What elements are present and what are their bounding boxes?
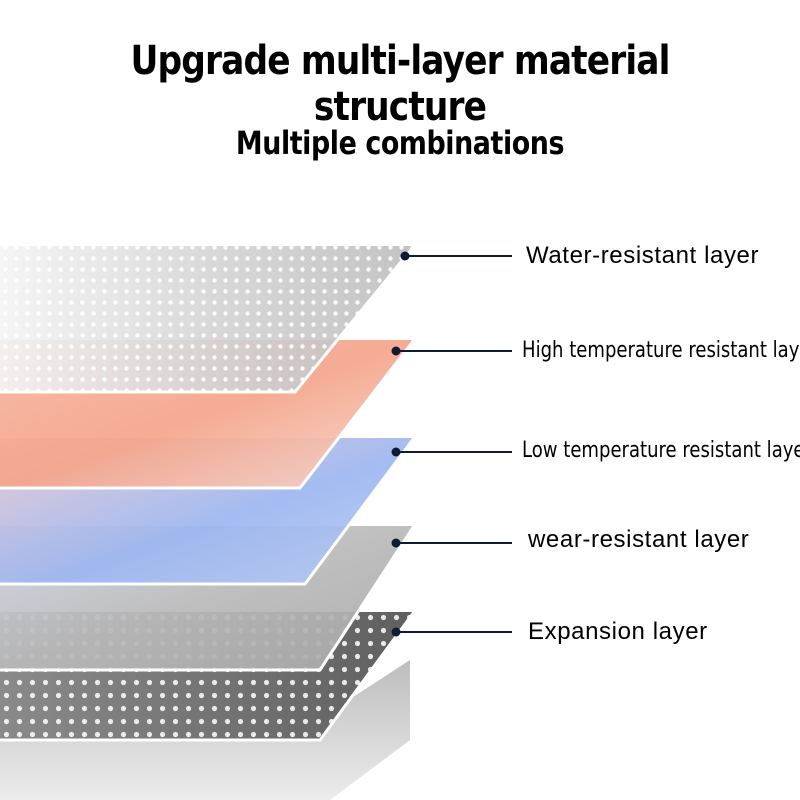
high-temperature-label: High temperature resistant layer	[522, 338, 800, 363]
page-title: Upgrade multi-layer material structure	[130, 38, 670, 130]
expansion-label: Expansion layer	[528, 618, 708, 645]
water-resistant-layer-sheet	[0, 245, 416, 394]
wear-resistant-label: wear-resistant layer	[528, 526, 750, 553]
low-temperature-label: Low temperature resistant layer	[522, 438, 800, 463]
water-resistant-label: Water-resistant layer	[526, 242, 760, 269]
page-subtitle: Multiple combinations	[235, 124, 565, 162]
